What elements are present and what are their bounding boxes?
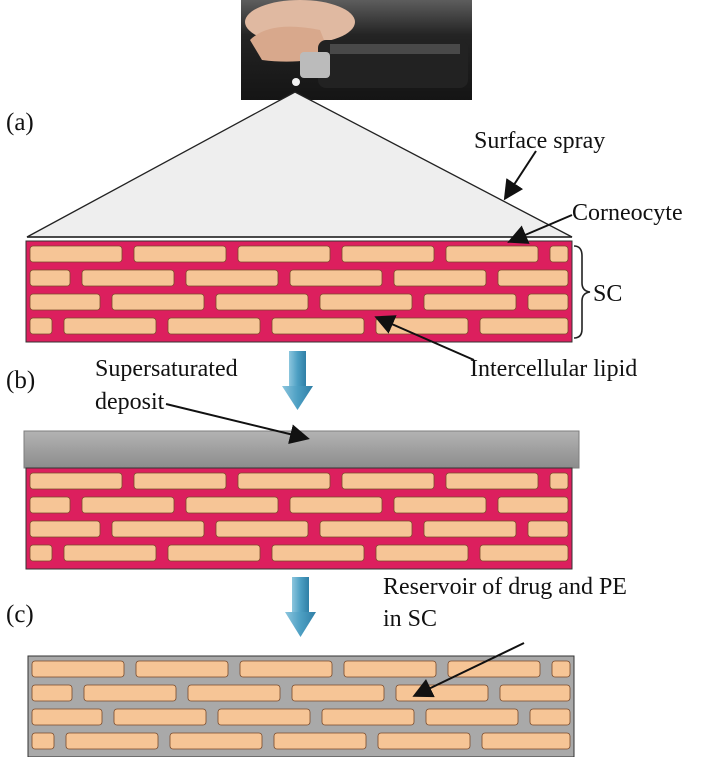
corneocyte-cell bbox=[447, 660, 541, 678]
corneocyte-cell bbox=[167, 317, 261, 335]
corneocyte-cell bbox=[375, 544, 469, 562]
corneocyte-cell bbox=[65, 732, 159, 750]
corneocyte-cell bbox=[63, 317, 157, 335]
corneocyte-cell bbox=[169, 732, 263, 750]
corneocyte-cell bbox=[445, 245, 539, 263]
corneocyte-cell bbox=[133, 472, 227, 490]
corneocyte-cell bbox=[529, 708, 571, 726]
surface-spray-pointer bbox=[503, 150, 537, 201]
corneocyte-cell bbox=[111, 293, 205, 311]
corneocyte-cell bbox=[29, 544, 53, 562]
corneocyte-cell bbox=[377, 732, 471, 750]
corneocyte-cell bbox=[113, 708, 207, 726]
corneocyte-cell bbox=[479, 544, 569, 562]
corneocyte-cell bbox=[271, 317, 365, 335]
corneocyte-cell bbox=[239, 660, 333, 678]
reservoir-pointer bbox=[412, 642, 525, 698]
deposit-label: deposit bbox=[95, 389, 165, 415]
corneocyte-pointer bbox=[507, 214, 573, 244]
corneocyte-cell bbox=[549, 472, 569, 490]
corneocyte-cell bbox=[319, 293, 413, 311]
corneocyte-cell bbox=[135, 660, 229, 678]
supersaturated-label: Supersaturated bbox=[95, 356, 238, 382]
corneocyte-cell bbox=[83, 684, 177, 702]
corneocyte-cell bbox=[395, 684, 489, 702]
corneocyte-cell bbox=[527, 293, 569, 311]
corneocyte-cell bbox=[237, 245, 331, 263]
corneocyte-cell bbox=[29, 472, 123, 490]
corneocyte-cell bbox=[289, 496, 383, 514]
corneocyte-cell bbox=[273, 732, 367, 750]
corneocyte-cell bbox=[185, 496, 279, 514]
corneocyte-cell bbox=[29, 269, 71, 287]
corneocyte-cell bbox=[187, 684, 281, 702]
skin-layer-b bbox=[25, 467, 573, 570]
panel-label-c: (c) bbox=[6, 601, 34, 628]
corneocyte-cell bbox=[497, 269, 569, 287]
corneocyte-cell bbox=[289, 269, 383, 287]
corneocyte-cell bbox=[499, 684, 571, 702]
corneocyte-cell bbox=[527, 520, 569, 538]
corneocyte-cell bbox=[167, 544, 261, 562]
corneocyte-cell bbox=[29, 520, 101, 538]
sc-brace bbox=[573, 245, 591, 339]
skin-layer-c bbox=[27, 655, 575, 757]
corneocyte-cell bbox=[341, 472, 435, 490]
corneocyte-cell bbox=[445, 472, 539, 490]
corneocyte-cell bbox=[479, 317, 569, 335]
corneocyte-cell bbox=[81, 269, 175, 287]
corneocyte-cell bbox=[185, 269, 279, 287]
corneocyte-cell bbox=[29, 496, 71, 514]
corneocyte-cell bbox=[549, 245, 569, 263]
corneocyte-cell bbox=[375, 317, 469, 335]
corneocyte-cell bbox=[393, 269, 487, 287]
reservoir-label: Reservoir of drug and PE bbox=[383, 574, 627, 600]
corneocyte-cell bbox=[29, 293, 101, 311]
corneocyte-cell bbox=[237, 472, 331, 490]
corneocyte-cell bbox=[321, 708, 415, 726]
spray-can-photo bbox=[241, 0, 472, 100]
reservoir-sc-label: in SC bbox=[383, 606, 437, 632]
deposit-pointer bbox=[165, 403, 310, 444]
corneocyte-cell bbox=[111, 520, 205, 538]
corneocyte-cell bbox=[423, 293, 517, 311]
skin-layer-a bbox=[25, 240, 573, 343]
corneocyte-cell bbox=[319, 520, 413, 538]
surface-spray-label: Surface spray bbox=[474, 128, 605, 154]
corneocyte-cell bbox=[63, 544, 157, 562]
corneocyte-cell bbox=[423, 520, 517, 538]
intercellular-lipid-label: Intercellular lipid bbox=[470, 356, 637, 382]
corneocyte-cell bbox=[31, 660, 125, 678]
corneocyte-cell bbox=[425, 708, 519, 726]
flow-arrow-b-to-c bbox=[285, 577, 316, 637]
corneocyte-label: Corneocyte bbox=[572, 200, 683, 226]
corneocyte-cell bbox=[497, 496, 569, 514]
corneocyte-cell bbox=[31, 732, 55, 750]
corneocyte-cell bbox=[271, 544, 365, 562]
corneocyte-cell bbox=[341, 245, 435, 263]
corneocyte-cell bbox=[81, 496, 175, 514]
corneocyte-cell bbox=[393, 496, 487, 514]
intercellular-lipid-pointer bbox=[374, 315, 475, 361]
corneocyte-cell bbox=[551, 660, 571, 678]
spray-cone bbox=[26, 91, 573, 238]
corneocyte-cell bbox=[31, 708, 103, 726]
corneocyte-cell bbox=[31, 684, 73, 702]
corneocyte-cell bbox=[133, 245, 227, 263]
panel-label-b: (b) bbox=[6, 367, 35, 394]
sc-label: SC bbox=[593, 281, 622, 307]
corneocyte-cell bbox=[291, 684, 385, 702]
corneocyte-cell bbox=[215, 293, 309, 311]
corneocyte-cell bbox=[481, 732, 571, 750]
flow-arrow-a-to-b bbox=[282, 351, 313, 410]
corneocyte-cell bbox=[29, 317, 53, 335]
panel-label-a: (a) bbox=[6, 109, 34, 136]
corneocyte-cell bbox=[29, 245, 123, 263]
corneocyte-cell bbox=[217, 708, 311, 726]
corneocyte-cell bbox=[343, 660, 437, 678]
corneocyte-cell bbox=[215, 520, 309, 538]
